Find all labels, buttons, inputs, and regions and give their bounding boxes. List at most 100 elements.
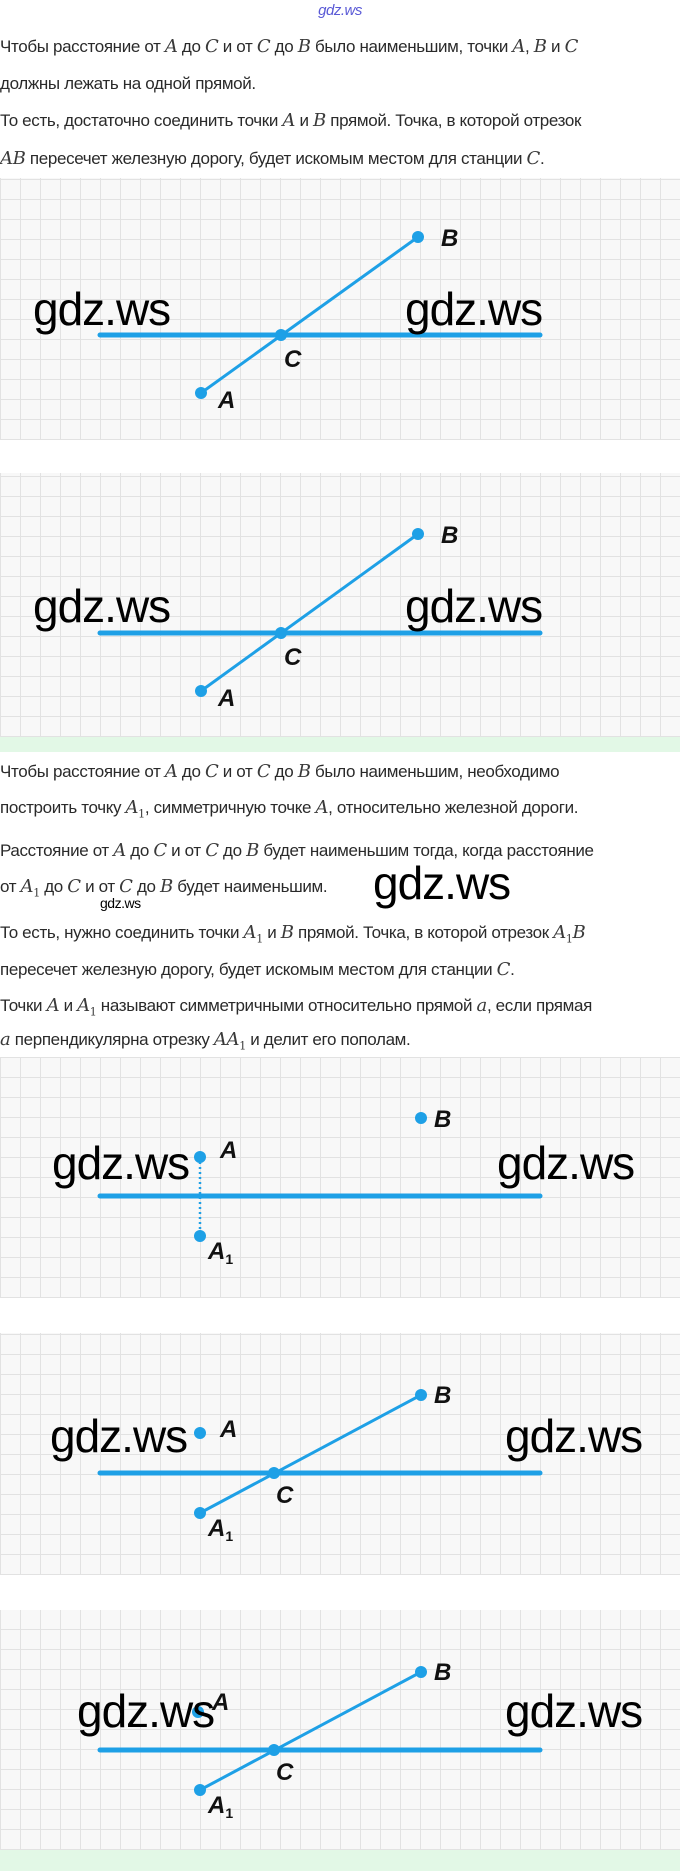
segment-a1b (199, 1393, 422, 1515)
math-symbol: C (256, 761, 271, 782)
watermark-small: gdz.ws (100, 895, 141, 911)
segment-ab (200, 532, 419, 693)
label-b: B (434, 1106, 451, 1133)
point-b (415, 1112, 427, 1124)
math-symbol: C (256, 36, 271, 57)
paragraph-line: Чтобы расстояние от A до C и от C до B б… (0, 36, 579, 57)
site-header-logo[interactable]: gdz.ws (318, 2, 362, 19)
paragraph-line: от A1 до C и от C до B будет наименьшим. (0, 876, 328, 900)
label-b: B (441, 522, 458, 549)
math-symbol: A1 (125, 797, 146, 821)
label-a1: A1 (207, 1792, 233, 1821)
paragraph-line: Расстояние от A до C и от C до B будет н… (0, 840, 594, 861)
math-symbol: C (67, 876, 81, 897)
point-c (268, 1467, 280, 1479)
point-a (192, 1706, 204, 1718)
paragraph-line: То есть, нужно соединить точки A1 и B пр… (0, 922, 586, 946)
point-b (415, 1389, 427, 1401)
math-symbol: A1 (77, 995, 97, 1019)
label-a: A (211, 1689, 229, 1716)
label-a1: A1 (207, 1238, 233, 1267)
watermark: gdz.ws (373, 857, 511, 909)
math-symbol: B (312, 110, 326, 131)
math-symbol: B (533, 36, 547, 57)
paragraph-line: Точки A и A1 называют симметричными отно… (0, 995, 592, 1019)
label-a: A (219, 1416, 237, 1443)
math-symbol: B (280, 922, 294, 943)
math-symbol: a (476, 995, 488, 1016)
point-b (412, 231, 424, 243)
diagram-2-svg: B C A (97, 522, 543, 712)
diagram-4: A B C A1 gdz.ws gdz.ws (0, 1333, 680, 1575)
paragraph-line: должны лежать на одной прямой. (0, 74, 256, 93)
label-c: C (276, 1759, 294, 1786)
diagram-3: A B A1 gdz.ws gdz.ws (0, 1057, 680, 1298)
diagram-1-svg: B C A (97, 225, 543, 414)
label-b: B (441, 225, 458, 252)
math-symbol: A1B (553, 922, 586, 946)
math-symbol: A (512, 36, 526, 57)
diagram-4-svg: A B C A1 (97, 1382, 543, 1544)
point-c (275, 329, 287, 341)
diagram-5: B C A1 gdz.ws A gdz.ws (0, 1610, 680, 1850)
watermark: gdz.ws (50, 1410, 188, 1462)
math-symbol: C (564, 36, 579, 57)
watermark: gdz.ws (33, 580, 171, 632)
point-c (275, 627, 287, 639)
diagram-1: B C A gdz.ws gdz.ws (0, 178, 680, 440)
diagram-5-svg: B C A1 (97, 1659, 543, 1821)
math-symbol: C (204, 761, 219, 782)
math-symbol: A (113, 840, 126, 861)
math-symbol: B (246, 840, 259, 861)
math-symbol: C (526, 148, 541, 169)
paragraph-line: То есть, достаточно соединить точки A и … (0, 110, 582, 131)
label-c: C (276, 1482, 294, 1509)
watermark: gdz.ws (497, 1137, 635, 1189)
watermark: gdz.ws (505, 1685, 643, 1737)
label-a: A (217, 387, 235, 414)
segment-a1b (199, 1670, 422, 1792)
math-symbol: A (164, 36, 178, 57)
label-a: A (219, 1137, 237, 1164)
point-a (195, 685, 207, 697)
math-symbol: C (205, 840, 219, 861)
segment-ab (200, 235, 419, 395)
diagram-3-svg: A B A1 (97, 1106, 543, 1267)
math-symbol: a (0, 1029, 11, 1050)
point-b (415, 1666, 427, 1678)
watermark: gdz.ws (52, 1137, 190, 1189)
math-symbol: A (46, 995, 60, 1016)
diagram-5-overlay: A (211, 1689, 229, 1716)
paragraph-line: a перпендикулярна отрезку AA1 и делит ег… (0, 1029, 411, 1053)
watermark: gdz.ws (33, 283, 171, 335)
math-symbol: A (315, 797, 329, 818)
label-b: B (434, 1382, 451, 1409)
math-symbol: C (204, 36, 219, 57)
label-a1: A1 (207, 1515, 233, 1544)
separator-band (0, 1850, 680, 1871)
watermark: gdz.ws (77, 1685, 215, 1737)
math-symbol: AB (0, 148, 26, 169)
paragraph-line: AB пересечет железную дорогу, будет иско… (0, 148, 545, 169)
point-a1 (194, 1507, 206, 1519)
math-symbol: A1 (20, 876, 41, 900)
diagram-2: B C A gdz.ws gdz.ws (0, 473, 680, 737)
math-symbol: A (282, 110, 296, 131)
math-symbol: A1 (243, 922, 264, 946)
math-symbol: C (496, 959, 511, 980)
label-b: B (434, 1659, 451, 1686)
math-symbol: B (160, 876, 173, 897)
math-symbol: A (164, 761, 178, 782)
paragraph-line: пересечет железную дорогу, будет искомым… (0, 959, 515, 980)
math-symbol: C (153, 840, 167, 861)
label-c: C (284, 346, 302, 373)
label-a: A (217, 685, 235, 712)
watermark: gdz.ws (405, 283, 543, 335)
point-a (194, 1427, 206, 1439)
math-symbol: B (297, 36, 311, 57)
paragraph-line: построить точку A1, симметричную точке A… (0, 797, 579, 821)
watermark: gdz.ws (505, 1410, 643, 1462)
point-a1 (194, 1784, 206, 1796)
point-a (195, 387, 207, 399)
point-a (194, 1151, 206, 1163)
